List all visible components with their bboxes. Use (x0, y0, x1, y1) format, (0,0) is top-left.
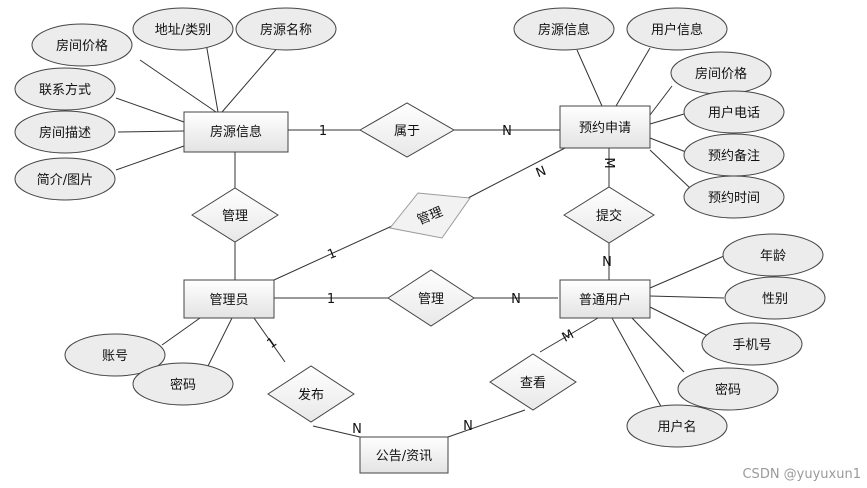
attribute-label: 手机号 (732, 338, 771, 353)
entity-label: 普通用户 (579, 292, 631, 308)
attribute-label: 年龄 (760, 249, 786, 264)
entity-listing: 房源信息 (183, 111, 289, 153)
attribute-user-mobile: 手机号 (701, 322, 803, 366)
attribute-label: 密码 (715, 382, 741, 398)
entities: 房源信息 预约申请 管理员 普通用户 公告/资讯 (183, 105, 651, 474)
cardinality-listing-belongs: 1 (319, 124, 327, 139)
entity-notice: 公告/资讯 (359, 436, 449, 474)
entity-label: 公告/资讯 (376, 449, 432, 464)
attribute-label: 密码 (170, 377, 196, 393)
cardinality-admin-publish: 1 (265, 335, 280, 352)
cardinality-manage-booking: N (534, 164, 549, 182)
cardinality-view-notice: N (463, 419, 473, 434)
attribute-booking-phone: 用户电话 (683, 90, 785, 134)
relationship-label: 发布 (298, 387, 324, 403)
attribute-label: 地址/类别 (155, 23, 211, 38)
entity-admin: 管理员 (183, 279, 275, 319)
relationship-label: 查看 (520, 375, 546, 391)
relationships: 属于 管理 管理 管理 提交 发布 查看 (191, 102, 655, 423)
attribute-label: 用户名 (657, 419, 696, 435)
attribute-listing-contact: 联系方式 (14, 67, 116, 111)
attribute-admin-password: 密码 (132, 362, 234, 406)
entity-user: 普通用户 (559, 279, 651, 319)
cardinality-manage-user: N (511, 292, 521, 307)
relationship-label: 提交 (596, 208, 622, 224)
relationship-manage-booking: 管理 (389, 192, 471, 239)
attribute-label: 房间价格 (56, 38, 108, 54)
relationship-manage-user: 管理 (387, 269, 475, 327)
relationship-manage-listing: 管理 (191, 187, 279, 243)
attribute-label: 房间价格 (695, 66, 747, 82)
attribute-label: 联系方式 (39, 82, 91, 98)
cardinality-belongs-booking: N (502, 124, 512, 139)
attribute-booking-note: 预约备注 (683, 133, 785, 177)
watermark: CSDN @yuyuxun1 (742, 467, 861, 482)
attribute-listing-name: 房源名称 (235, 7, 337, 51)
relationship-label: 管理 (418, 292, 444, 307)
attribute-label: 用户信息 (651, 22, 703, 38)
relationship-submit: 提交 (563, 186, 655, 244)
attribute-booking-listing: 房源信息 (513, 7, 615, 51)
attribute-user-gender: 性别 (724, 276, 826, 320)
attribute-user-age: 年龄 (722, 233, 824, 277)
attribute-listing-price: 房间价格 (31, 23, 133, 67)
attribute-label: 房源名称 (260, 22, 312, 38)
connector-lines (115, 42, 725, 438)
attribute-label: 预约时间 (708, 191, 760, 206)
cardinality-publish-notice: N (352, 422, 362, 437)
cardinality-user-view: M (560, 327, 577, 346)
cardinality-booking-submit: M (601, 157, 616, 168)
cardinality-admin-manage-user: 1 (327, 292, 335, 307)
entity-label: 房源信息 (210, 124, 262, 140)
attribute-booking-user: 用户信息 (626, 7, 728, 51)
attribute-label: 性别 (762, 292, 788, 307)
attribute-listing-intro: 简介/图片 (14, 157, 116, 201)
relationship-publish: 发布 (267, 365, 355, 423)
attributes-admin: 账号 密码 (64, 333, 234, 406)
attribute-label: 用户电话 (708, 105, 760, 121)
relationship-label: 管理 (222, 209, 248, 224)
entity-label: 预约申请 (579, 121, 631, 136)
attribute-label: 简介/图片 (37, 172, 93, 188)
cardinality-submit-user: N (602, 255, 612, 270)
entity-booking: 预约申请 (559, 105, 651, 149)
attribute-label: 预约备注 (708, 148, 760, 164)
attribute-label: 房间描述 (39, 125, 91, 141)
attribute-listing-desc: 房间描述 (14, 110, 116, 154)
attribute-label: 房源信息 (538, 22, 590, 38)
entity-label: 管理员 (209, 293, 248, 308)
attribute-user-name: 用户名 (626, 404, 728, 448)
attribute-label: 账号 (102, 349, 128, 364)
attribute-user-password: 密码 (677, 367, 779, 411)
relationship-label: 属于 (394, 124, 420, 139)
attribute-booking-price: 房间价格 (670, 51, 772, 95)
attribute-listing-address: 地址/类别 (132, 7, 234, 51)
attribute-booking-time: 预约时间 (683, 175, 785, 219)
attribute-admin-account: 账号 (64, 333, 166, 377)
attributes-listing: 房间价格 地址/类别 房源名称 联系方式 房间描述 简介/图片 (14, 7, 337, 201)
attributes-booking: 房源信息 用户信息 房间价格 用户电话 预约备注 预约时间 (513, 7, 785, 219)
relationship-view: 查看 (489, 353, 577, 411)
attributes-user: 年龄 性别 手机号 密码 用户名 (626, 233, 826, 448)
relationship-belongs: 属于 (358, 102, 456, 158)
cardinality-admin-manage-listing: 1 (326, 246, 339, 263)
